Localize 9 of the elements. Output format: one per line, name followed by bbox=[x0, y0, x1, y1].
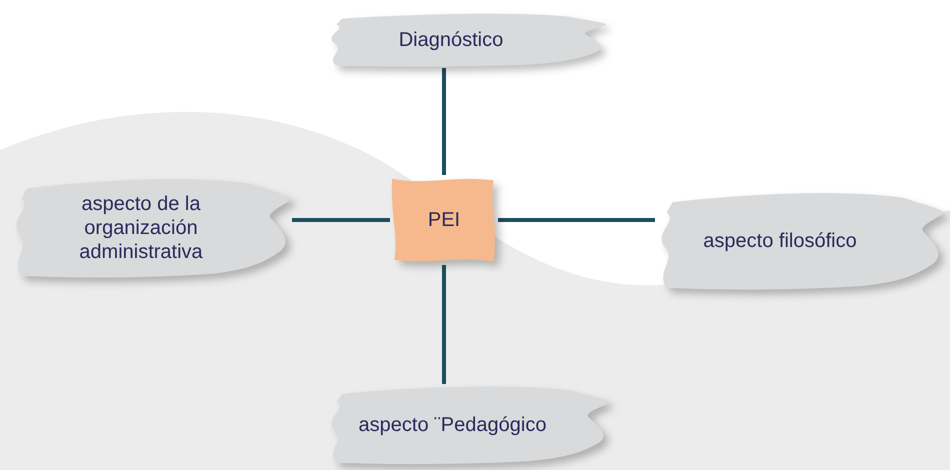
connector-line bbox=[442, 265, 446, 384]
node-label: aspecto de la organización administrativa bbox=[78, 192, 204, 264]
node-label: aspecto filosófico bbox=[703, 229, 857, 253]
connector-line bbox=[498, 218, 655, 222]
connector-line bbox=[292, 218, 390, 222]
connector-line bbox=[442, 68, 446, 175]
node-label: PEI bbox=[428, 208, 460, 232]
node-label: Diagnóstico bbox=[398, 28, 504, 52]
node-label: aspecto ¨Pedagógico bbox=[358, 413, 546, 437]
